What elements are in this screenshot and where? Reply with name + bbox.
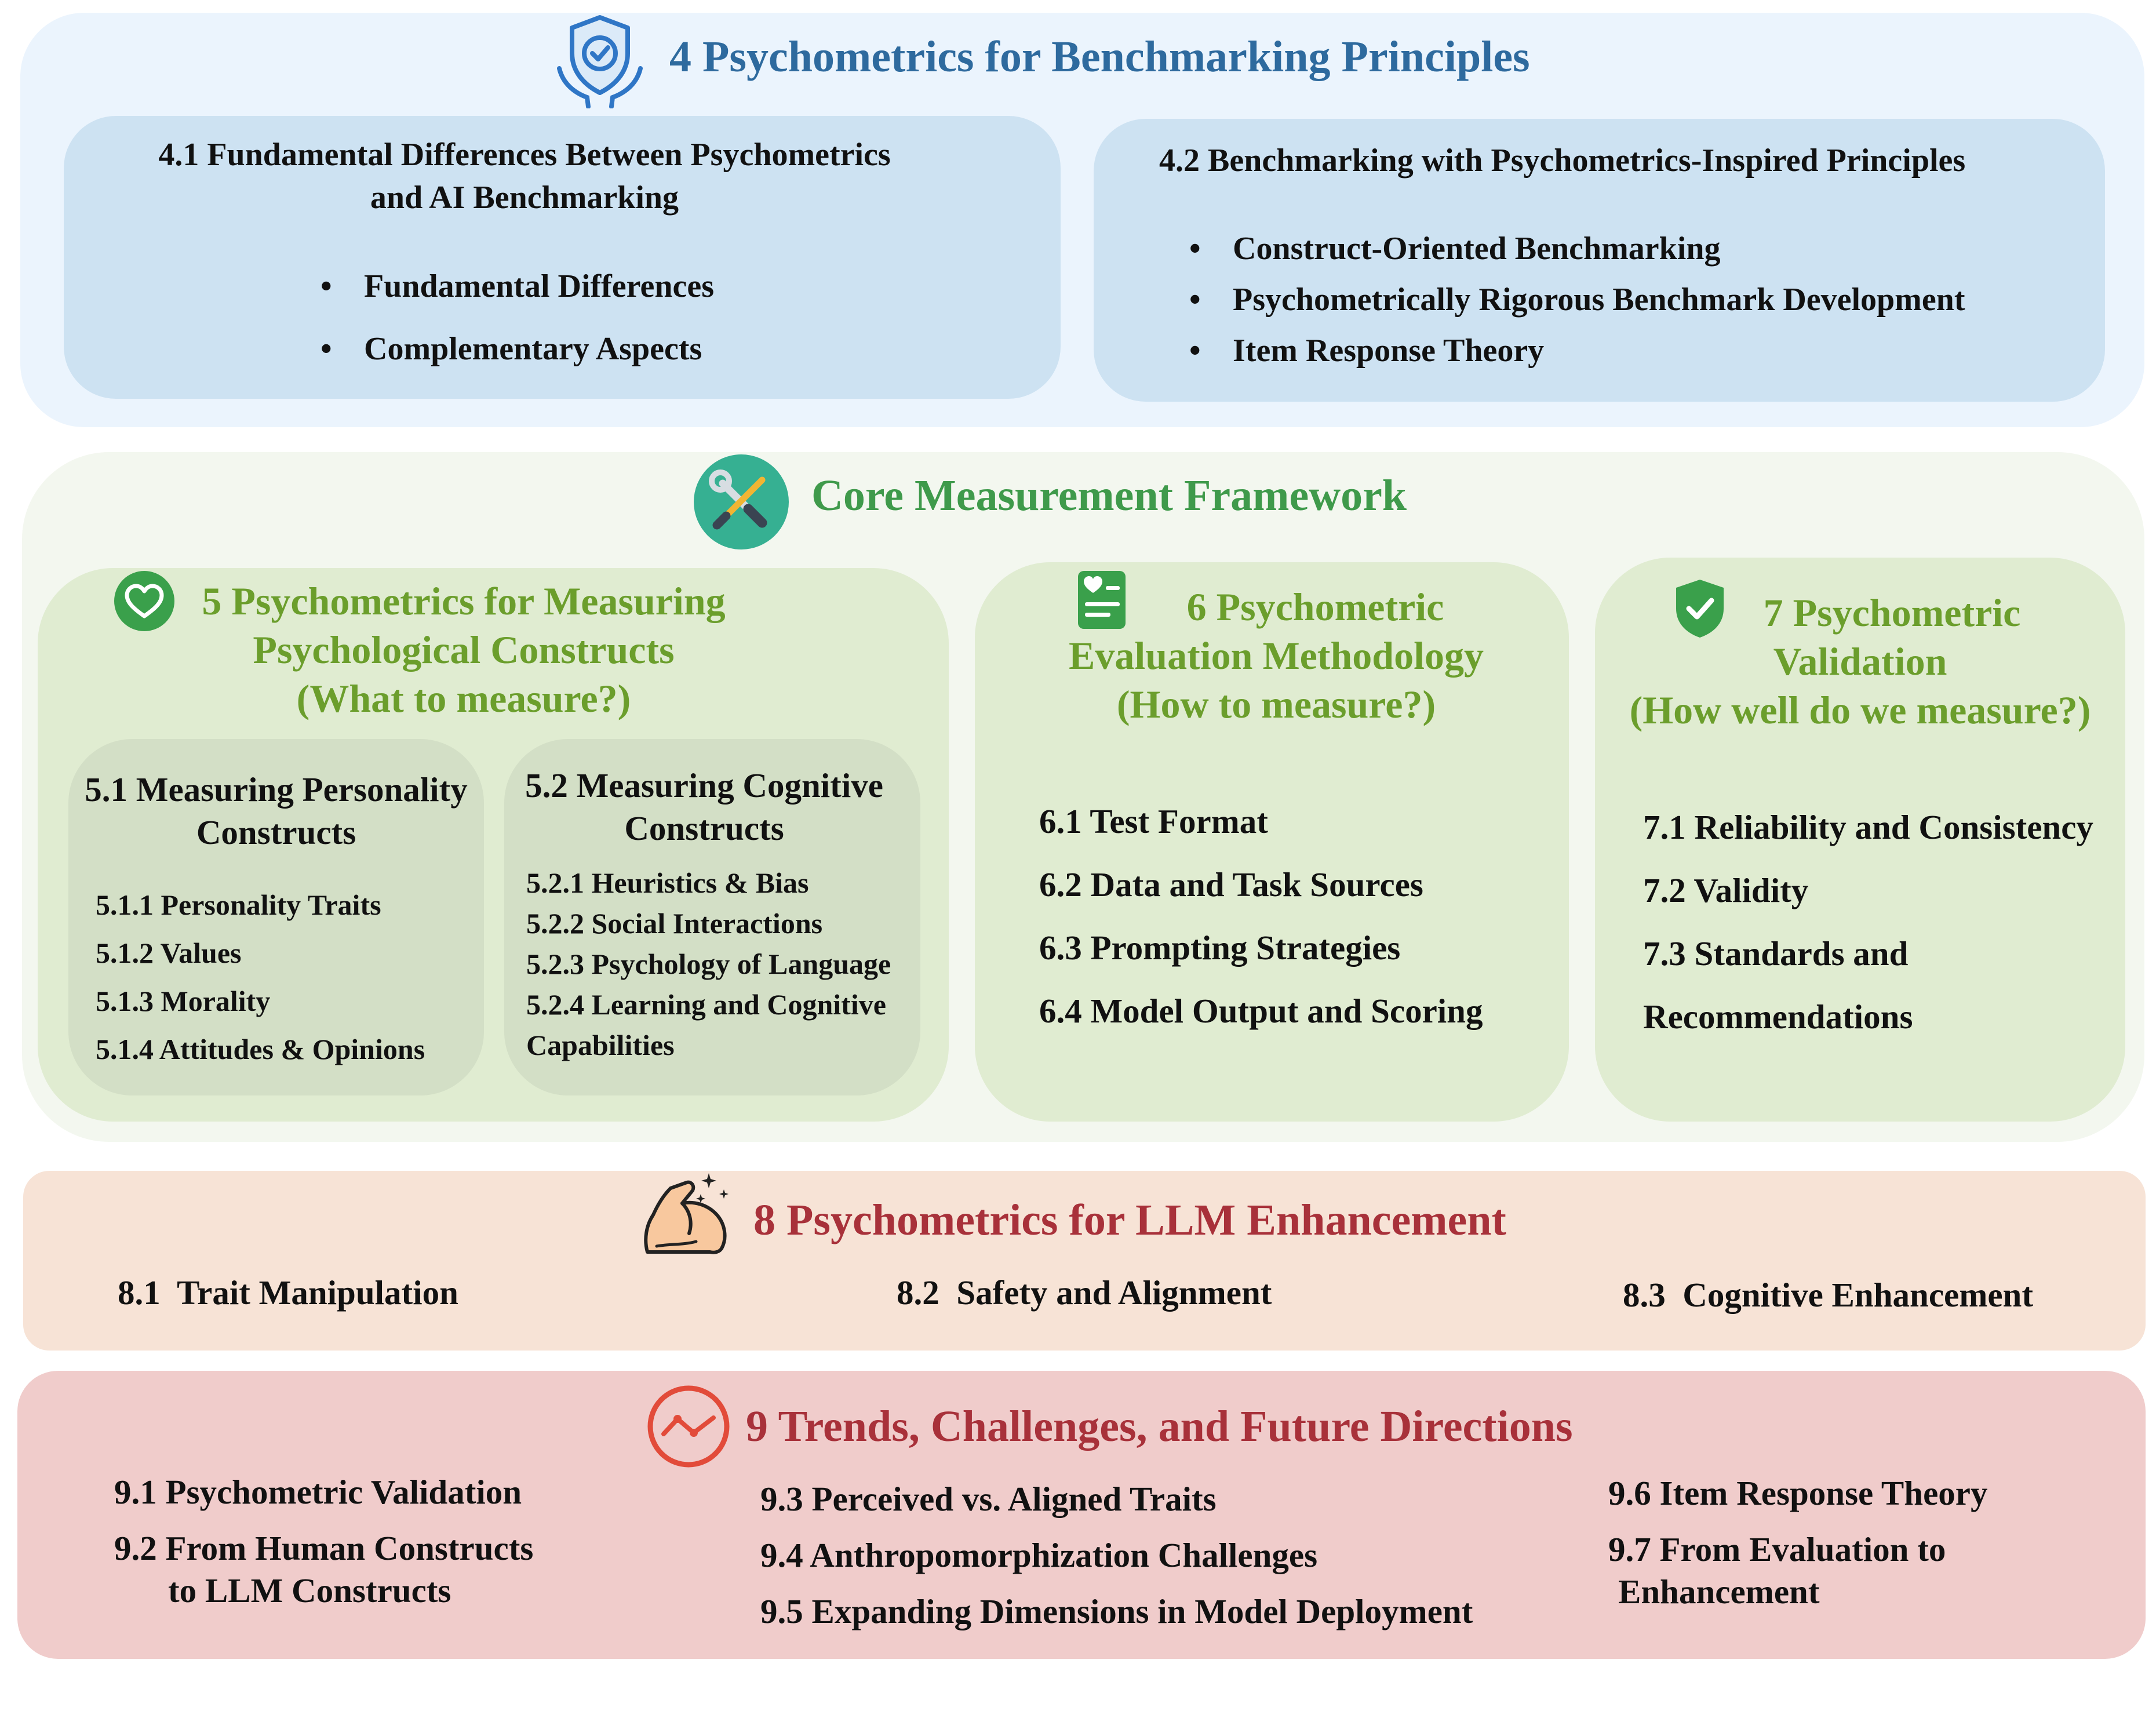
section-8-item-1: 8.1 Trait Manipulation bbox=[118, 1273, 458, 1312]
list-item: 6.1 Test Format bbox=[1039, 802, 1268, 840]
section-6-box bbox=[975, 562, 1569, 1122]
section-5-title-line: 5 Psychometrics for Measuring bbox=[202, 579, 726, 623]
tools-icon bbox=[694, 454, 789, 549]
section-5-1-box bbox=[68, 739, 484, 1095]
list-item: 5.2.3 Psychology of Language bbox=[526, 948, 891, 980]
list-item: Fundamental Differences bbox=[321, 255, 714, 318]
list-item: 7.1 Reliability and Consistency bbox=[1643, 808, 2093, 846]
section-8-title: 8 Psychometrics for LLM Enhancement bbox=[753, 1196, 1506, 1244]
section-5-2-list: 5.2.1 Heuristics & Bias 5.2.2 Social Int… bbox=[526, 862, 891, 1065]
section-9-col-3: 9.6 Item Response Theory 9.7 From Evalua… bbox=[1608, 1472, 1987, 1613]
section-9-title: 9 Trends, Challenges, and Future Directi… bbox=[746, 1402, 1573, 1451]
section-7-title: 7 Psychometric Validation (How well do w… bbox=[1595, 588, 2125, 734]
list-item: 9.6 Item Response Theory bbox=[1608, 1474, 1988, 1512]
section-6-list: 6.1 Test Format 6.2 Data and Task Source… bbox=[1039, 790, 1483, 1043]
section-4-1-title: 4.1 Fundamental Differences Between Psyc… bbox=[64, 133, 985, 219]
section-4-1-title-line: 4.1 Fundamental Differences Between Psyc… bbox=[158, 137, 891, 173]
list-item: 9.7 From Evaluation to bbox=[1608, 1530, 1946, 1568]
trend-line-icon bbox=[647, 1385, 730, 1468]
section-5-title-line: (What to measure?) bbox=[296, 676, 631, 720]
list-item: 5.2.1 Heuristics & Bias bbox=[526, 867, 809, 899]
list-item: Psychometrically Rigorous Benchmark Deve… bbox=[1189, 274, 1965, 325]
section-4-2-list: Construct-Oriented Benchmarking Psychome… bbox=[1189, 223, 1965, 376]
shield-check-icon bbox=[1676, 580, 1724, 638]
section-7-box bbox=[1595, 558, 2125, 1122]
section-6-title-line: (How to measure?) bbox=[1116, 682, 1436, 726]
list-item: Construct-Oriented Benchmarking bbox=[1189, 223, 1965, 274]
section-5-1-title-line: Constructs bbox=[196, 813, 356, 851]
list-item: Capabilities bbox=[526, 1029, 675, 1061]
list-item: 5.2.2 Social Interactions bbox=[526, 907, 823, 940]
list-item: 9.4 Anthropomorphization Challenges bbox=[760, 1536, 1318, 1574]
section-5-2-title-line: 5.2 Measuring Cognitive bbox=[525, 766, 883, 805]
list-item: Recommendations bbox=[1643, 998, 1913, 1036]
section-5-title-line: Psychological Constructs bbox=[253, 628, 675, 672]
section-5-1-title-line: 5.1 Measuring Personality bbox=[85, 770, 468, 809]
section-5-1-list: 5.1.1 Personality Traits 5.1.2 Values 5.… bbox=[96, 881, 425, 1073]
list-item: 5.1.3 Morality bbox=[96, 985, 271, 1017]
section-5-2-title-line: Constructs bbox=[624, 809, 784, 847]
section-5-1-title: 5.1 Measuring Personality Constructs bbox=[68, 768, 484, 854]
section-5-2-box bbox=[504, 739, 920, 1095]
list-item: 7.2 Validity bbox=[1643, 871, 1809, 909]
section-7-list: 7.1 Reliability and Consistency 7.2 Vali… bbox=[1643, 796, 2093, 1049]
list-item: 9.1 Psychometric Validation bbox=[114, 1473, 522, 1511]
section-9-col-2: 9.3 Perceived vs. Aligned Traits 9.4 Ant… bbox=[760, 1471, 1473, 1640]
heart-icon bbox=[114, 571, 174, 631]
section-7-title-line: Validation bbox=[1773, 639, 1947, 683]
section-5-title: 5 Psychometrics for Measuring Psychologi… bbox=[87, 577, 840, 723]
section-5-2-title: 5.2 Measuring Cognitive Constructs bbox=[504, 764, 904, 850]
section-4-2-title: 4.2 Benchmarking with Psychometrics-Insp… bbox=[1159, 143, 1966, 179]
list-item: 5.1.2 Values bbox=[96, 937, 242, 969]
list-item: to LLM Constructs bbox=[168, 1571, 451, 1610]
list-item: 9.2 From Human Constructs bbox=[114, 1529, 534, 1567]
list-item: 5.2.4 Learning and Cognitive bbox=[526, 988, 886, 1021]
list-item: Item Response Theory bbox=[1189, 325, 1965, 376]
section-7-title-line: 7 Psychometric bbox=[1763, 591, 2021, 635]
list-item: 5.1.1 Personality Traits bbox=[96, 889, 381, 921]
section-6-title-line: 6 Psychometric bbox=[1186, 585, 1444, 629]
list-item: 7.3 Standards and bbox=[1643, 934, 1909, 973]
section-8-panel bbox=[23, 1171, 2146, 1351]
list-item: 9.3 Perceived vs. Aligned Traits bbox=[760, 1480, 1217, 1518]
list-item: 5.1.4 Attitudes & Opinions bbox=[96, 1033, 425, 1065]
section-9-col-1: 9.1 Psychometric Validation 9.2 From Hum… bbox=[114, 1471, 533, 1612]
core-framework-title: Core Measurement Framework bbox=[811, 471, 1407, 520]
flexed-arm-icon bbox=[644, 1173, 729, 1254]
section-4-1-list: Fundamental Differences Complementary As… bbox=[321, 255, 714, 380]
section-4-1-title-line: and AI Benchmarking bbox=[370, 180, 679, 216]
section-4-title: 4 Psychometrics for Benchmarking Princip… bbox=[669, 32, 1530, 81]
list-item: Enhancement bbox=[1618, 1573, 1820, 1611]
section-9-panel bbox=[17, 1371, 2146, 1659]
list-item: 6.4 Model Output and Scoring bbox=[1039, 992, 1483, 1030]
section-8-item-2: 8.2 Safety and Alignment bbox=[897, 1273, 1272, 1312]
list-item: 9.5 Expanding Dimensions in Model Deploy… bbox=[760, 1592, 1473, 1630]
checklist-icon bbox=[1078, 571, 1126, 629]
shield-hands-icon bbox=[557, 15, 643, 108]
section-8-item-3: 8.3 Cognitive Enhancement bbox=[1623, 1276, 2033, 1314]
section-7-title-line: (How well do we measure?) bbox=[1629, 688, 2091, 732]
section-6-title: 6 Psychometric Evaluation Methodology (H… bbox=[975, 583, 1578, 729]
list-item: 6.3 Prompting Strategies bbox=[1039, 929, 1401, 967]
section-6-title-line: Evaluation Methodology bbox=[1069, 634, 1484, 678]
list-item: 6.2 Data and Task Sources bbox=[1039, 865, 1423, 904]
list-item: Complementary Aspects bbox=[321, 318, 714, 380]
